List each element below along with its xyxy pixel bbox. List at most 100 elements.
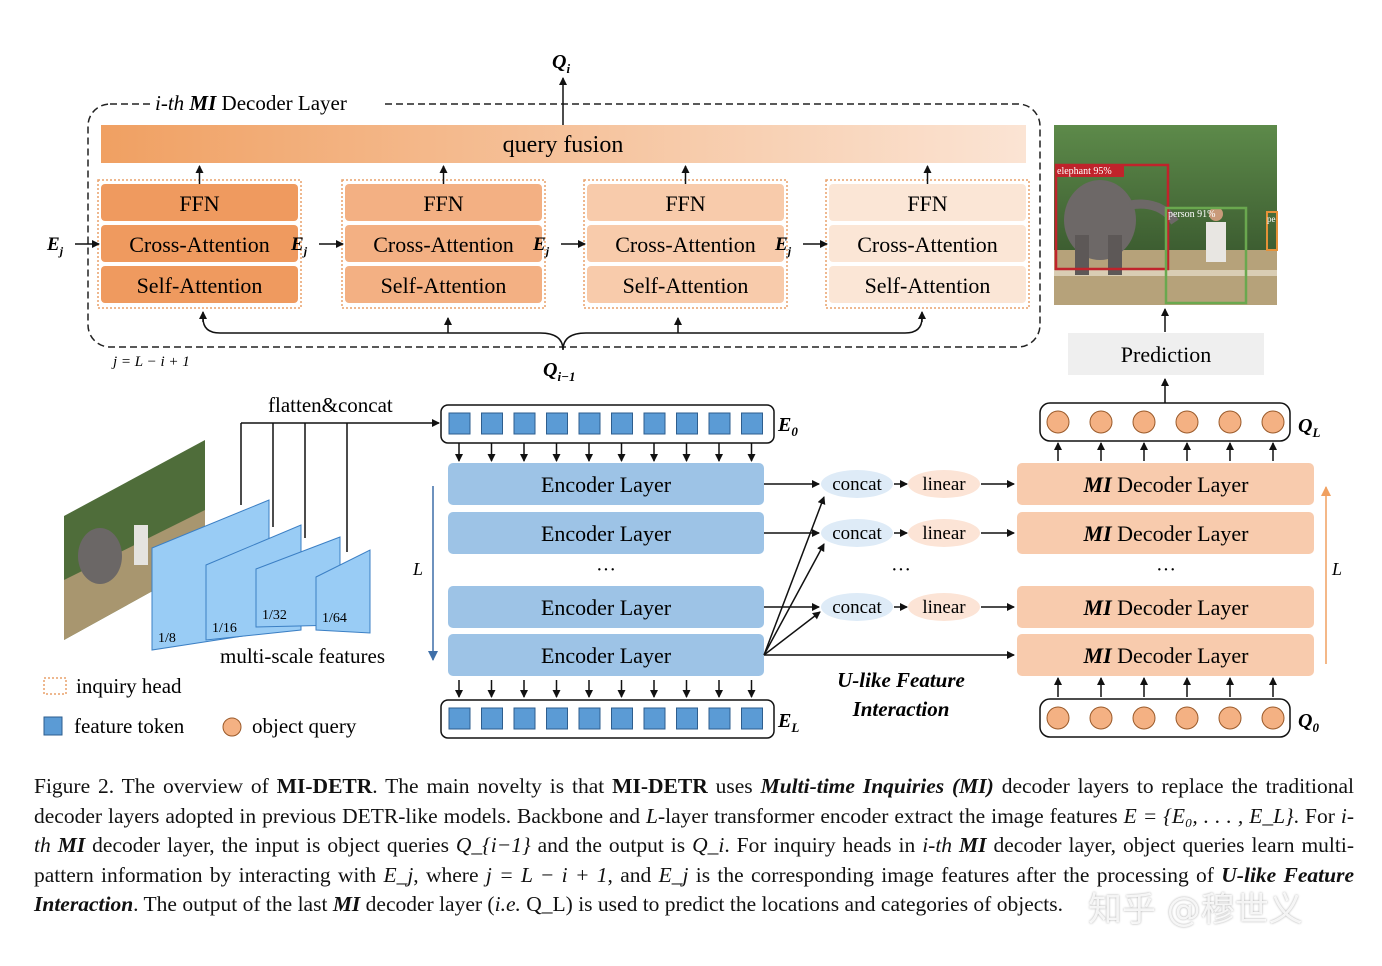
self-block — [587, 266, 784, 303]
encoder-l-label: L — [412, 559, 423, 579]
feature-token — [676, 412, 698, 435]
self-block — [101, 266, 298, 303]
ej-label: Ej — [46, 234, 64, 258]
object-query — [1261, 706, 1285, 730]
object-query — [1046, 706, 1070, 730]
mi-decoder-layer-3 — [1017, 586, 1314, 628]
decoder-ellipsis: ··· — [1156, 559, 1176, 581]
cross-label: Cross-Attention — [373, 232, 514, 257]
concat-label: concat — [832, 523, 882, 544]
object-query — [1218, 410, 1242, 434]
legend-token-label: feature token — [74, 714, 185, 738]
object-query — [1132, 410, 1156, 434]
j-formula: j = L − i + 1 — [111, 354, 190, 370]
self-label: Self-Attention — [623, 273, 749, 298]
feature-token — [481, 412, 503, 435]
mi-detr-diagram: i-th MI Decoder Layer query fusion Qi FF… — [43, 51, 1342, 739]
q0-row-container — [1039, 698, 1291, 738]
concat-node — [821, 470, 893, 498]
concat-label: concat — [832, 597, 882, 618]
middle-ellipsis: ··· — [891, 559, 911, 581]
legend-token-swatch — [43, 716, 63, 736]
legend: inquiry head feature token object query — [43, 674, 357, 738]
concat-node — [821, 519, 893, 547]
ulike-label-2: Interaction — [852, 697, 950, 721]
legend-query-swatch — [222, 717, 242, 737]
encoder-layer-3 — [448, 586, 764, 628]
elephant-label: elephant 95% — [1057, 166, 1112, 177]
cross-block — [345, 225, 542, 262]
cross-block — [587, 225, 784, 262]
flatten-concat-label: flatten&concat — [268, 393, 393, 417]
decoder-l-label: L — [1331, 559, 1342, 579]
object-query — [1261, 410, 1285, 434]
mi-decoder-layer-4 — [1017, 634, 1314, 676]
scale-label: 1/8 — [158, 631, 176, 646]
cross-block — [829, 225, 1026, 262]
cross-label: Cross-Attention — [857, 232, 998, 257]
mi-decoder-layer-label: MI Decoder Layer — [1083, 643, 1250, 668]
legend-inquiry-label: inquiry head — [76, 674, 182, 698]
svg-text:pe: pe — [1267, 214, 1276, 224]
ffn-block — [101, 184, 298, 221]
ffn-label: FFN — [423, 191, 463, 216]
feature-token — [676, 707, 698, 730]
linear-node — [908, 519, 980, 547]
feature-token — [611, 707, 633, 730]
arrow — [763, 496, 826, 656]
encoder-layer-label: Encoder Layer — [541, 521, 672, 546]
ql-label: QL — [1298, 415, 1320, 440]
legend-query-label: object query — [252, 714, 357, 738]
ffn-block — [829, 184, 1026, 221]
encoder-layer-4 — [448, 634, 764, 676]
ffn-block — [345, 184, 542, 221]
prediction-label: Prediction — [1121, 342, 1211, 367]
feature-token — [643, 412, 666, 435]
ej-label: Ej — [532, 234, 550, 258]
person-label: person 91% — [1168, 209, 1216, 220]
encoder-ellipsis: ··· — [596, 559, 616, 581]
self-label: Self-Attention — [381, 273, 507, 298]
decoder-layer-panel: i-th MI Decoder Layer query fusion Qi FF… — [46, 51, 1041, 384]
object-query — [1175, 706, 1199, 730]
feature-token — [448, 412, 471, 435]
object-query — [1218, 706, 1242, 730]
scale-label: 1/16 — [212, 621, 237, 636]
detection-result-image: elephant 95% person 91% pe — [1054, 125, 1278, 305]
multi-scale-label: multi-scale features — [220, 644, 385, 668]
feature-token — [481, 707, 503, 730]
linear-label: linear — [922, 474, 966, 495]
self-block — [345, 266, 542, 303]
ulike-label-1: U-like Feature — [837, 668, 965, 692]
ffn-block — [587, 184, 784, 221]
scale-label: 1/64 — [322, 611, 347, 626]
ej-label: Ej — [774, 234, 792, 258]
linear-label: linear — [922, 523, 966, 544]
ej-label: Ej — [290, 234, 308, 258]
concat-node — [821, 593, 893, 621]
feature-token — [708, 707, 731, 730]
query-fusion-label: query fusion — [503, 132, 624, 158]
feature-token — [741, 707, 763, 730]
figure-caption: Figure 2. The overview of MI-DETR. The m… — [34, 774, 1355, 916]
cross-label: Cross-Attention — [615, 232, 756, 257]
encoder-layer-label: Encoder Layer — [541, 643, 672, 668]
encoder-layer-2 — [448, 512, 764, 554]
arrow — [763, 543, 825, 656]
query-fusion-bar — [101, 125, 1026, 163]
object-query — [1175, 410, 1199, 434]
q-out-label: Qi — [552, 51, 570, 76]
arrow — [763, 611, 821, 656]
mi-decoder-layer-label: MI Decoder Layer — [1083, 521, 1250, 546]
feature-token — [513, 707, 536, 730]
feature-token — [741, 412, 763, 435]
feature-token — [448, 707, 471, 730]
self-label: Self-Attention — [137, 273, 263, 298]
linear-label: linear — [922, 597, 966, 618]
mi-decoder-layer-2 — [1017, 512, 1314, 554]
ffn-label: FFN — [665, 191, 705, 216]
mi-decoder-layer-label: MI Decoder Layer — [1083, 595, 1250, 620]
